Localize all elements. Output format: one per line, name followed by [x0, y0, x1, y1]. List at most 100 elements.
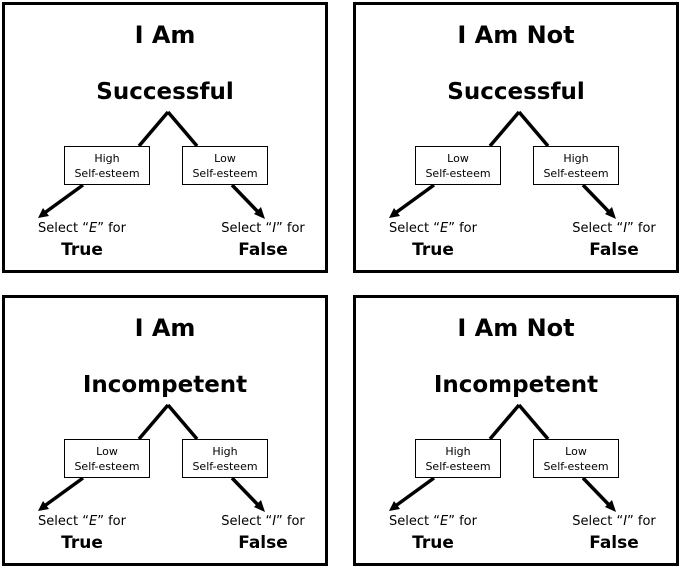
right-esteem-label: Self-esteem	[192, 460, 258, 473]
left-answer: True	[412, 240, 454, 260]
left-select-pre: Select “	[38, 221, 89, 236]
right-esteem-box: High Self-esteem	[182, 439, 268, 478]
left-select-post: ” for	[97, 221, 126, 236]
left-esteem-box: Low Self-esteem	[415, 146, 501, 185]
panel-i-am-not-successful: I Am Not Successful Low Self-esteem High…	[353, 2, 679, 273]
right-esteem-label: Self-esteem	[543, 460, 609, 473]
right-esteem-label: Self-esteem	[543, 167, 609, 180]
connector-line-right	[166, 403, 199, 441]
left-select-instruction: Select “E” for	[27, 220, 137, 237]
right-esteem-label: Self-esteem	[192, 167, 258, 180]
right-select-post: ” for	[627, 221, 656, 236]
right-select-post: ” for	[276, 514, 305, 529]
right-answer: False	[238, 240, 288, 260]
arrow-line-left	[392, 476, 436, 509]
right-esteem-level: High	[212, 445, 238, 458]
connector-line-right	[517, 110, 550, 148]
left-select-key: E	[440, 221, 449, 236]
arrow-line-left	[41, 183, 85, 216]
arrowhead-left-icon	[389, 501, 400, 511]
arrow-line-left	[392, 183, 436, 216]
left-select-key: E	[440, 514, 449, 529]
left-select-instruction: Select “E” for	[27, 513, 137, 530]
right-esteem-box: Low Self-esteem	[533, 439, 619, 478]
arrow-line-left	[41, 476, 85, 509]
left-select-post: ” for	[448, 514, 477, 529]
arrow-line-right	[581, 183, 613, 216]
left-select-key: E	[89, 514, 98, 529]
arrowhead-left-icon	[389, 208, 400, 218]
arrowhead-right-icon	[254, 500, 265, 512]
left-esteem-level: Low	[447, 152, 469, 165]
right-select-post: ” for	[276, 221, 305, 236]
right-esteem-box: Low Self-esteem	[182, 146, 268, 185]
right-esteem-box: High Self-esteem	[533, 146, 619, 185]
right-select-instruction: Select “I” for	[208, 220, 318, 237]
arrow-line-right	[230, 183, 262, 216]
left-esteem-label: Self-esteem	[74, 460, 140, 473]
panel-subject: I Am Not	[457, 314, 575, 342]
right-esteem-level: Low	[214, 152, 236, 165]
panel-attribute: Incompetent	[82, 372, 248, 398]
arrow-line-right	[581, 476, 613, 509]
left-esteem-level: High	[94, 152, 120, 165]
panel-attribute: Successful	[96, 79, 234, 105]
arrowhead-right-icon	[254, 207, 265, 219]
connector-line-left	[137, 110, 170, 148]
connector-line-left	[488, 110, 521, 148]
arrowhead-left-icon	[38, 208, 49, 218]
panel-i-am-not-incompetent: I Am Not Incompetent High Self-esteem Lo…	[353, 295, 679, 566]
left-esteem-label: Self-esteem	[425, 460, 491, 473]
right-select-pre: Select “	[221, 514, 273, 529]
right-select-instruction: Select “I” for	[559, 220, 669, 237]
connector-line-left	[137, 403, 170, 441]
left-answer: True	[61, 533, 103, 553]
panel-i-am-successful: I Am Successful High Self-esteem Low Sel…	[2, 2, 328, 273]
left-select-post: ” for	[97, 514, 126, 529]
right-select-instruction: Select “I” for	[208, 513, 318, 530]
tree-connectors	[389, 110, 616, 219]
right-select-pre: Select “	[572, 221, 624, 236]
right-select-key: I	[272, 514, 277, 529]
left-select-instruction: Select “E” for	[378, 513, 488, 530]
left-esteem-level: High	[445, 445, 471, 458]
left-esteem-box: High Self-esteem	[64, 146, 150, 185]
left-esteem-label: Self-esteem	[425, 167, 491, 180]
left-select-key: E	[89, 221, 98, 236]
right-select-pre: Select “	[221, 221, 273, 236]
connector-line-right	[517, 403, 550, 441]
right-select-instruction: Select “I” for	[559, 513, 669, 530]
left-answer: True	[61, 240, 103, 260]
connector-line-left	[488, 403, 521, 441]
right-esteem-level: Low	[565, 445, 587, 458]
left-select-instruction: Select “E” for	[378, 220, 488, 237]
left-select-pre: Select “	[389, 514, 440, 529]
left-esteem-level: Low	[96, 445, 118, 458]
arrowhead-right-icon	[605, 500, 616, 512]
arrowhead-right-icon	[605, 207, 616, 219]
panel-attribute: Successful	[447, 79, 585, 105]
tree-connectors	[389, 403, 616, 512]
arrowhead-left-icon	[38, 501, 49, 511]
right-select-post: ” for	[627, 514, 656, 529]
right-answer: False	[589, 240, 639, 260]
left-esteem-label: Self-esteem	[74, 167, 140, 180]
arrow-line-right	[230, 476, 262, 509]
right-select-key: I	[623, 514, 628, 529]
panel-subject: I Am	[134, 21, 196, 49]
right-esteem-level: High	[563, 152, 589, 165]
tree-connectors	[38, 110, 265, 219]
right-answer: False	[589, 533, 639, 553]
right-select-pre: Select “	[572, 514, 624, 529]
left-select-pre: Select “	[38, 514, 89, 529]
panel-subject: I Am	[134, 314, 196, 342]
left-esteem-box: Low Self-esteem	[64, 439, 150, 478]
connector-line-right	[166, 110, 199, 148]
panel-attribute: Incompetent	[433, 372, 599, 398]
right-select-key: I	[623, 221, 628, 236]
left-select-post: ” for	[448, 221, 477, 236]
left-esteem-box: High Self-esteem	[415, 439, 501, 478]
panel-subject: I Am Not	[457, 21, 575, 49]
left-answer: True	[412, 533, 454, 553]
tree-connectors	[38, 403, 265, 512]
